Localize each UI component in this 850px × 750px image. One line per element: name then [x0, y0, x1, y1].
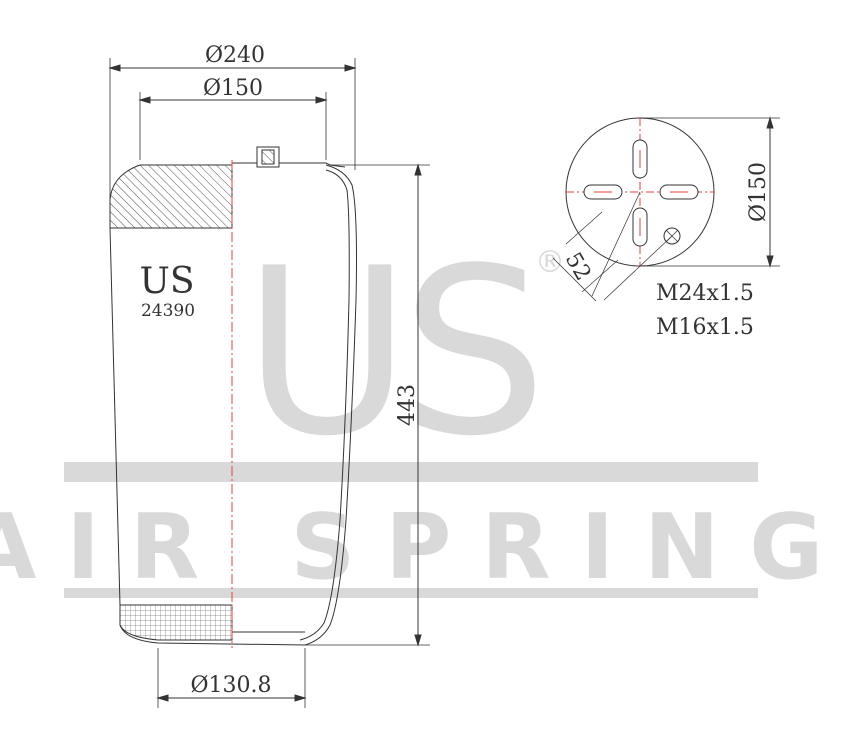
bellow-right-outline [304, 164, 357, 646]
part-number-label: 24390 [141, 301, 195, 321]
dim-label-bottom-diameter: Ø130.8 [190, 673, 271, 698]
dim-label-top-outer-diameter: Ø240 [205, 43, 265, 68]
center-stud-inner [261, 149, 275, 165]
air-inlet-hole [663, 227, 681, 245]
thread-label-m24: M24x1.5 [656, 281, 754, 306]
watermark-band-text: AIR SPRING [0, 495, 850, 600]
watermark-logo-us: US [243, 220, 537, 487]
dim-label-bolt-offset: 52 [560, 248, 596, 285]
top-cap-section [109, 164, 233, 229]
watermark-band-bottom [64, 588, 758, 598]
watermark: US ® AIR SPRING [0, 220, 850, 600]
side-view [108, 58, 430, 708]
watermark-band-top [64, 462, 758, 482]
dim-label-plate-diameter: Ø150 [746, 162, 771, 222]
dim-line-bolt-offset [552, 257, 597, 302]
dim-label-top-plate-diameter: Ø150 [203, 76, 263, 101]
piston-section [119, 604, 233, 641]
brand-label: US [139, 261, 194, 302]
leader-line-m16 [603, 235, 673, 301]
top-view [552, 116, 780, 302]
dim-label-height: 443 [395, 384, 420, 426]
registered-trademark-mark: ® [535, 245, 565, 280]
leader-line-m24 [591, 191, 641, 297]
thread-label-m16: M16x1.5 [656, 315, 754, 340]
bellow-right-inner [299, 169, 350, 641]
